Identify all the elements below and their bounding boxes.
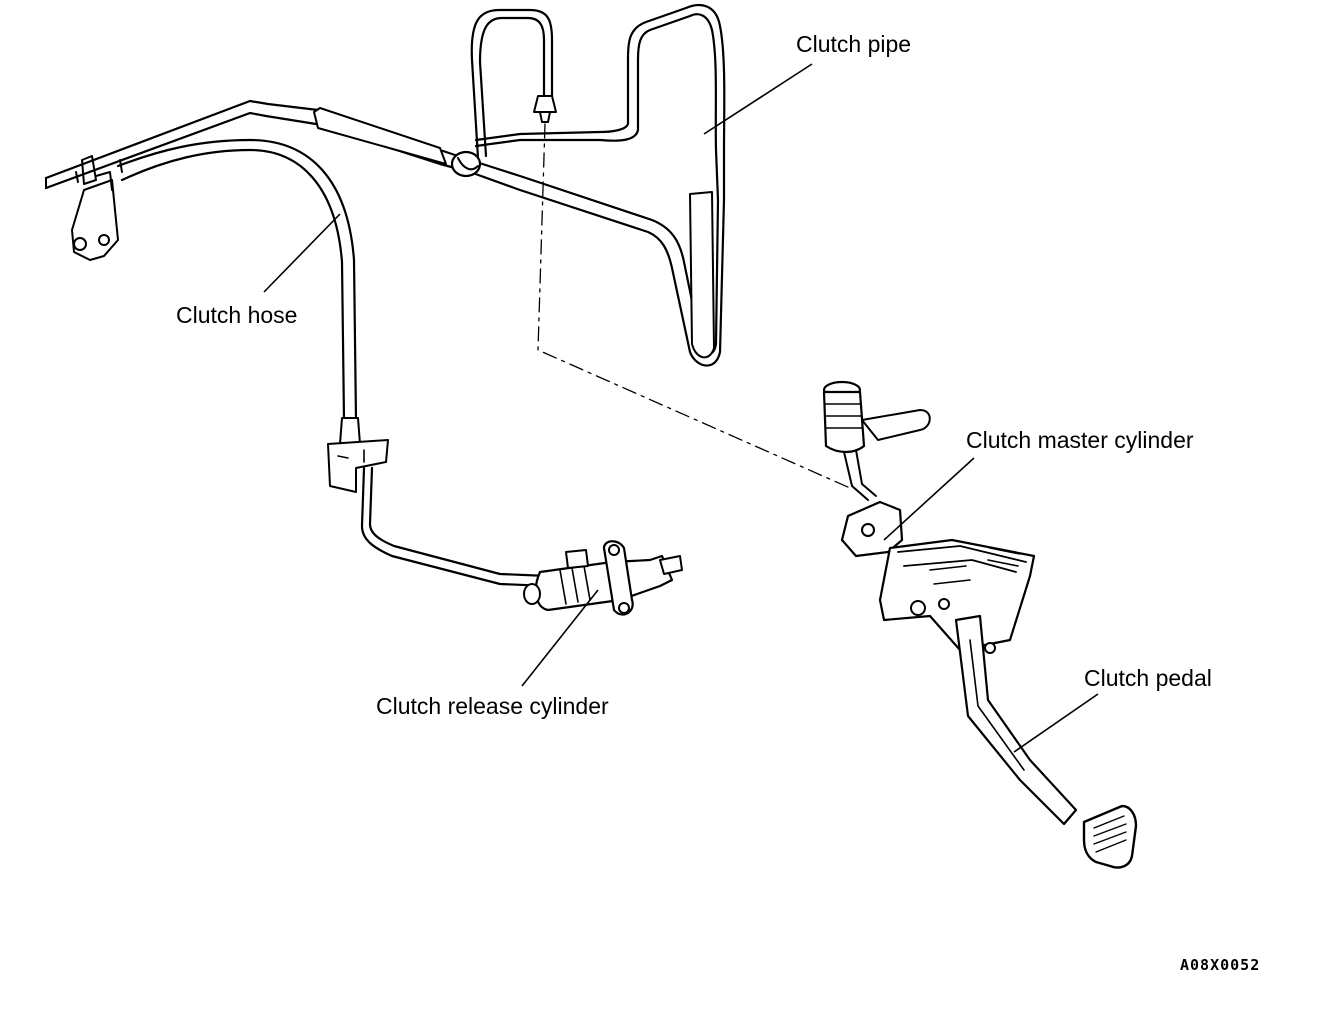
leader-clutch-release-cylinder	[521, 589, 599, 687]
leader-clutch-pedal	[1013, 693, 1099, 753]
leader-clutch-hose	[263, 213, 341, 293]
leader-clutch-pipe	[703, 63, 813, 135]
label-clutch-master-cylinder: Clutch master cylinder	[966, 427, 1194, 453]
label-clutch-release-cylinder: Clutch release cylinder	[376, 693, 609, 719]
clutch-pipe	[44, 4, 726, 367]
label-clutch-hose: Clutch hose	[176, 302, 297, 328]
label-clutch-pedal: Clutch pedal	[1084, 665, 1212, 691]
clutch-hose	[116, 138, 389, 493]
release-cylinder-pipe	[360, 466, 550, 588]
leader-lines	[263, 63, 1099, 753]
clutch-release-cylinder	[523, 540, 683, 616]
alignment-dashed-line	[537, 123, 851, 489]
figure-code: A08X0052	[1180, 956, 1260, 974]
clutch-master-cylinder	[822, 380, 931, 558]
left-mounting-bracket	[71, 155, 119, 261]
clutch-pedal-assembly	[878, 538, 1138, 869]
leader-clutch-master-cylinder	[883, 457, 975, 541]
label-clutch-pipe: Clutch pipe	[796, 31, 911, 57]
